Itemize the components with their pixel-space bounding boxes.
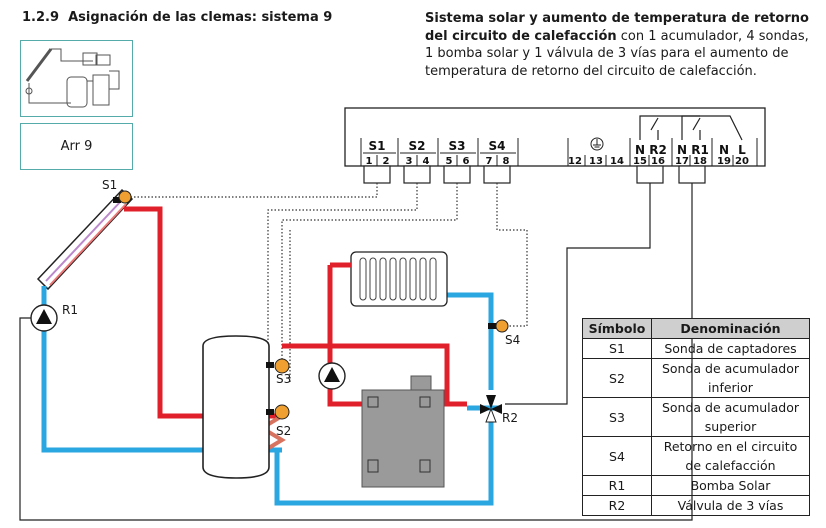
storage-coil <box>258 414 286 454</box>
sensor-s4 <box>495 319 509 333</box>
terminal-dividers <box>360 138 758 166</box>
legend-name: Retorno en el circuito de calefacción <box>651 436 810 476</box>
terminal-number: 15 <box>633 156 647 167</box>
terminal-number: 16 <box>651 156 665 167</box>
terminal-number-separators <box>376 155 734 166</box>
sensor-s1 <box>118 190 132 204</box>
legend-symbol: S4 <box>582 436 652 476</box>
terminal-number: 17 <box>675 156 689 167</box>
sensor-s2 <box>274 404 290 420</box>
system-thumbnail <box>20 40 133 117</box>
terminal-label-s1: S1 <box>369 139 386 153</box>
boiler <box>361 375 445 488</box>
legend-header-name: Denominación <box>651 318 810 339</box>
pump-circuit-icon <box>318 362 346 390</box>
terminal-number: 2 <box>383 156 390 167</box>
terminal-label-n1: N <box>635 143 645 157</box>
terminal-number: 4 <box>423 156 430 167</box>
label-s4: S4 <box>505 333 521 347</box>
system-description: Sistema solar y aumento de temperatura d… <box>425 10 815 80</box>
terminal-label-n3: N <box>719 143 729 157</box>
legend-name: Sonda de captadores <box>651 338 810 359</box>
solar-collector <box>36 188 134 291</box>
radiator <box>350 251 448 307</box>
sensors <box>113 190 509 420</box>
label-s3: S3 <box>276 372 292 386</box>
label-s2: S2 <box>276 424 292 438</box>
terminal-label-s3: S3 <box>449 139 466 153</box>
three-way-valve-icon <box>480 395 502 423</box>
sensor-wiring <box>123 183 528 382</box>
legend-symbol: S2 <box>582 358 652 398</box>
terminal-label-l: L <box>738 143 746 157</box>
section-heading: 1.2.9 Asignación de las clemas: sistema … <box>22 10 332 25</box>
terminal-number: 7 <box>486 156 493 167</box>
sensor-s3 <box>274 358 290 374</box>
terminal-number: 1 <box>366 156 373 167</box>
legend-header-symbol: Símbolo <box>582 318 652 339</box>
terminal-block <box>344 107 766 167</box>
legend-name: Sonda de acumulador superior <box>651 397 810 437</box>
storage-tank <box>202 335 270 479</box>
relay-contacts <box>639 115 743 141</box>
terminal-number: 20 <box>735 156 749 167</box>
terminal-number: 18 <box>693 156 707 167</box>
legend-name: Sonda de acumulador inferior <box>651 358 810 398</box>
label-s1: S1 <box>102 178 118 192</box>
ground-icon <box>590 137 604 151</box>
legend-symbol: R1 <box>582 475 652 496</box>
section-number: 1.2.9 <box>22 10 60 25</box>
thumbnail-diagram <box>25 48 120 108</box>
pump-r1-icon <box>30 304 58 332</box>
label-r1: R1 <box>62 303 78 317</box>
description-rest: con 1 acumulador, 4 sondas, 1 bomba sola… <box>425 28 809 79</box>
legend-symbol: R2 <box>582 495 652 516</box>
terminal-number: 5 <box>446 156 453 167</box>
terminal-label-s2: S2 <box>409 139 426 153</box>
terminal-label-n2: N <box>677 143 687 157</box>
terminal-label-r1: R1 <box>691 143 709 157</box>
legend-symbol: S1 <box>582 338 652 359</box>
terminal-group-labels: S1 S2 S3 S4 N R2 N R1 N L <box>369 139 747 157</box>
terminal-number: 19 <box>717 156 731 167</box>
legend-symbol: S3 <box>582 397 652 437</box>
legend-header-row: Símbolo Denominación <box>582 318 810 339</box>
legend-name: Válvula de 3 vías <box>651 495 810 516</box>
terminal-number: 12 <box>568 156 582 167</box>
terminal-number: 3 <box>406 156 413 167</box>
arrangement-label: Arr 9 <box>60 139 93 154</box>
label-r2: R2 <box>502 411 518 425</box>
description-bold: Sistema solar y aumento de temperatura d… <box>425 11 809 44</box>
section-title: Asignación de las clemas: sistema 9 <box>68 10 333 25</box>
terminal-label-r2: R2 <box>649 143 667 157</box>
legend-name: Bomba Solar <box>651 475 810 496</box>
terminal-number: 8 <box>503 156 510 167</box>
arrangement-label-box: Arr 9 <box>20 123 133 170</box>
terminal-label-s4: S4 <box>489 139 506 153</box>
terminal-number: 13 <box>589 156 603 167</box>
terminal-number: 6 <box>463 156 470 167</box>
terminal-plugs <box>363 165 706 184</box>
terminal-number: 14 <box>610 156 624 167</box>
